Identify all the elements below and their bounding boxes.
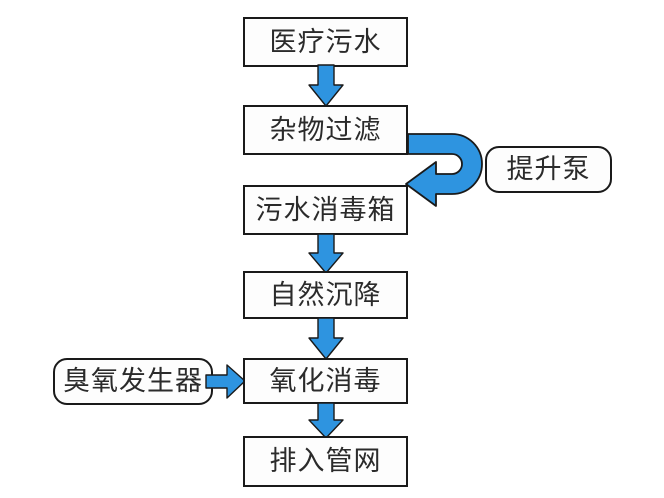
node-label: 提升泵 <box>506 154 591 185</box>
node-label: 杂物过滤 <box>269 114 382 146</box>
node-label: 臭氧发生器 <box>63 366 203 397</box>
arrow-down-tank-to-settling <box>308 233 344 274</box>
node-lift-pump[interactable]: 提升泵 <box>485 146 612 193</box>
node-oxidation-disinfection[interactable]: 氧化消毒 <box>243 358 408 404</box>
node-label: 医疗污水 <box>269 26 382 58</box>
arrow-down-medical-to-filter <box>308 64 344 107</box>
arrow-down-settling-to-oxidation <box>308 317 344 360</box>
node-label: 氧化消毒 <box>269 365 382 397</box>
node-label: 自然沉降 <box>269 279 382 311</box>
arrow-down-oxidation-to-discharge <box>308 402 344 439</box>
node-debris-filter[interactable]: 杂物过滤 <box>243 105 408 155</box>
arrow-curved-lift-pump-loop <box>405 133 483 207</box>
node-ozone-generator[interactable]: 臭氧发生器 <box>53 358 213 405</box>
node-natural-settling[interactable]: 自然沉降 <box>243 271 408 319</box>
node-label: 排入管网 <box>269 446 382 477</box>
node-label: 污水消毒箱 <box>255 194 396 226</box>
node-medical-wastewater[interactable]: 医疗污水 <box>243 17 408 67</box>
node-discharge-to-pipe-network[interactable]: 排入管网 <box>243 436 408 487</box>
node-sewage-disinfection-tank[interactable]: 污水消毒箱 <box>243 185 408 235</box>
